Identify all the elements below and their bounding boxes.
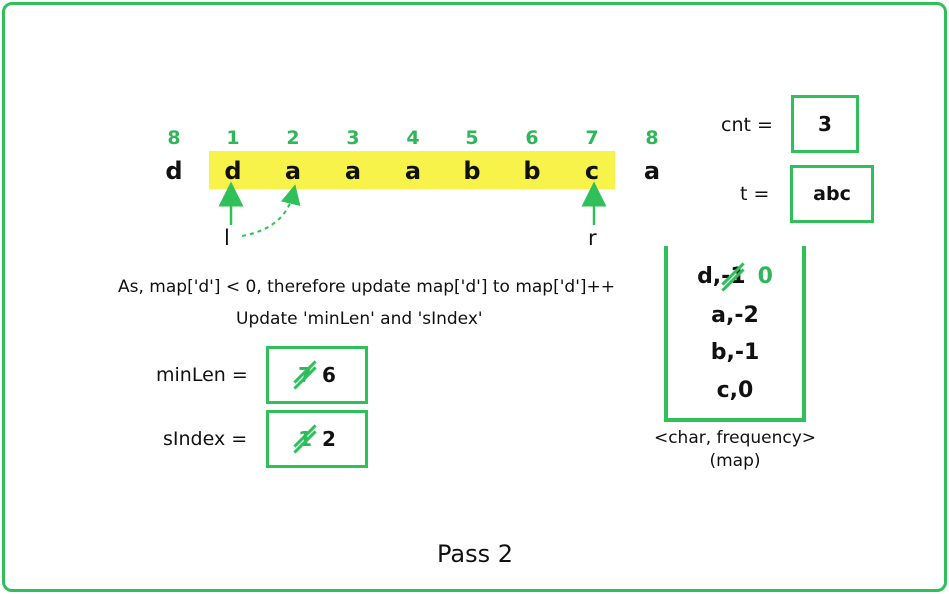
- string-char: a: [344, 157, 362, 185]
- index-label: 5: [465, 127, 479, 149]
- cnt-label: cnt =: [721, 114, 773, 136]
- map-caption: <char, frequency>: [653, 428, 817, 448]
- map-row-b: b,-1: [710, 340, 760, 365]
- index-label: 1: [226, 127, 240, 149]
- index-label: 3: [346, 127, 360, 149]
- map-row-d: d,-10: [668, 261, 802, 292]
- window-highlight: [209, 151, 615, 189]
- left-move-arrow: [241, 184, 301, 237]
- t-label: t =: [740, 183, 770, 205]
- frequency-map: d,-10 a,-2 b,-1 c,0: [664, 246, 806, 422]
- map-caption-sub: (map): [709, 451, 761, 471]
- sindex-new-value: 2: [322, 427, 336, 451]
- right-pointer-label: r: [588, 226, 597, 250]
- pass-label: Pass 2: [436, 540, 513, 568]
- sindex-label: sIndex =: [163, 428, 248, 450]
- string-char: a: [643, 157, 661, 185]
- explanation-line-1: As, map['d'] < 0, therefore update map['…: [118, 277, 615, 297]
- left-pointer-label: l: [224, 226, 230, 250]
- string-char: a: [284, 157, 302, 185]
- map-row-a: a,-2: [711, 303, 759, 328]
- string-char: d: [224, 157, 242, 185]
- index-label: 7: [585, 127, 599, 149]
- t-value: abc: [813, 183, 851, 205]
- index-label: 6: [525, 127, 539, 149]
- index-label: 4: [406, 127, 420, 149]
- string-char: a: [404, 157, 422, 185]
- index-label: 2: [286, 127, 300, 149]
- minlen-label: minLen =: [156, 364, 248, 386]
- map-d-new-value: 0: [757, 264, 773, 289]
- string-char: b: [523, 157, 541, 185]
- sindex-old-value: 1: [293, 424, 317, 454]
- minlen-old-value: 7: [293, 360, 317, 390]
- minlen-new-value: 6: [322, 363, 336, 387]
- minlen-box: 7 6: [266, 346, 368, 404]
- sindex-box: 1 2: [266, 410, 368, 468]
- explanation-line-2: Update 'minLen' and 'sIndex': [236, 309, 483, 329]
- index-label: 8: [167, 127, 181, 149]
- cnt-value: 3: [818, 112, 832, 136]
- cnt-box: 3: [791, 95, 859, 153]
- index-label: 8: [645, 127, 659, 149]
- map-row-c: c,0: [716, 378, 754, 403]
- string-char: c: [584, 157, 600, 185]
- string-char: b: [463, 157, 481, 185]
- t-box: abc: [790, 165, 874, 223]
- string-char: d: [165, 157, 183, 185]
- map-d-old-value: -1: [721, 261, 746, 292]
